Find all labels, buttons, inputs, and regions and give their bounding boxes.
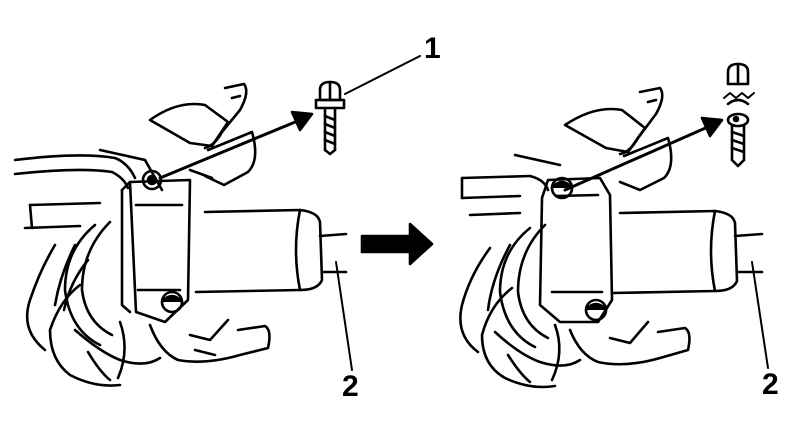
hose-right [500,225,548,347]
cable-bracket-right [462,176,548,215]
callout-label-2-right: 2 [762,368,779,401]
hose-left [65,222,112,345]
shaft-tube-right [612,211,762,293]
right-side-parts [460,245,559,387]
upper-housing-left [100,84,255,190]
removal-arrow-left [160,112,312,178]
leader-line-1 [345,56,420,94]
after-illustration [460,64,768,387]
clamp-left [122,171,190,322]
leader-line-2-left [336,262,352,370]
left-side-parts [27,245,124,386]
lower-lever-right [495,322,689,382]
cable-bracket-left [15,155,135,228]
leader-line-2-right [752,262,768,368]
clamp-right [540,178,612,322]
removal-arrow-right [565,118,722,190]
before-illustration [15,56,420,386]
shaft-tube-left [196,210,346,292]
callout-label-1: 1 [424,32,441,65]
right-arrow-icon [362,224,432,264]
callout-label-2-left: 2 [342,370,359,403]
bolt-1 [316,82,344,154]
upper-housing-right [515,88,671,190]
lower-lever-left [75,320,269,380]
nut-washer-bolt [724,64,754,166]
